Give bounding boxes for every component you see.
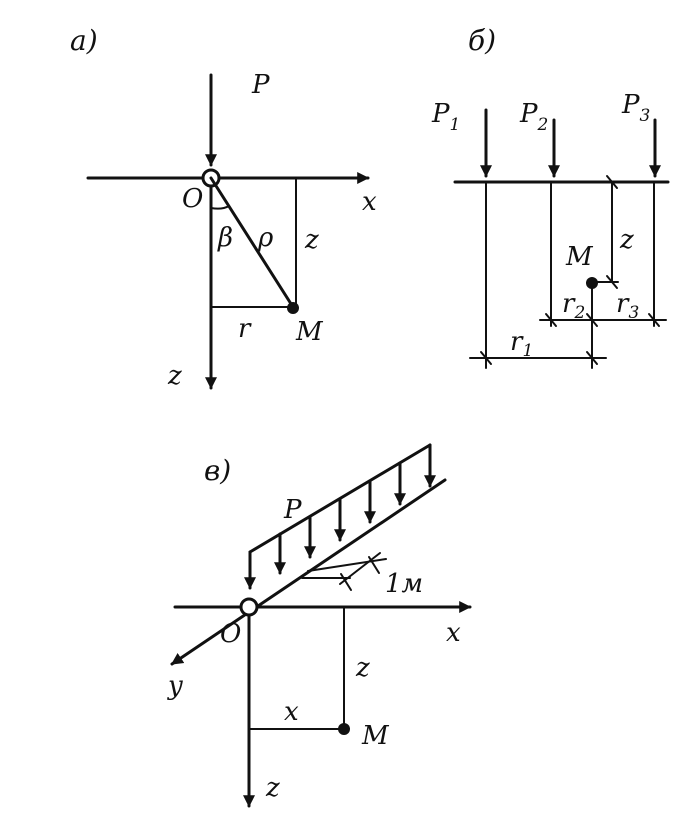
r-dimension-label: r: [238, 314, 252, 344]
tick-1m-b: [368, 556, 380, 574]
tick-r1-left: [480, 351, 492, 365]
point-m-label: M: [295, 317, 324, 347]
tick-bottom-z: [606, 275, 618, 289]
z-dimension-label: z: [304, 225, 319, 255]
panel-a: а) P x z O ρ β z r M: [70, 24, 377, 391]
beta-arc: [210, 205, 230, 210]
r2-label: r2: [562, 289, 585, 323]
origin-point: [239, 597, 259, 617]
x-axis-label: x: [362, 187, 377, 217]
point-m: [338, 723, 350, 735]
r3-label: r3: [616, 289, 639, 323]
dim-1m-ext: [339, 552, 381, 585]
beta-label: β: [217, 223, 233, 253]
force-p-label: P: [251, 70, 270, 100]
panel-a-title: а): [70, 24, 98, 57]
dim-1m-line: [307, 558, 387, 572]
point-m-label: M: [565, 242, 594, 272]
rho-label: ρ: [257, 223, 274, 253]
panel-b-title: б): [468, 24, 496, 57]
z-axis-label: z: [167, 361, 182, 391]
panel-b: б) P1 P2 P3 z M r2: [431, 24, 670, 369]
point-m-label: M: [361, 721, 390, 751]
point-m: [287, 302, 299, 314]
x-dimension-label: x: [284, 697, 299, 727]
r1-label: r1: [510, 327, 533, 361]
y-axis-label: y: [167, 671, 183, 701]
origin-label: O: [182, 184, 203, 214]
tick-r3-right: [648, 313, 660, 327]
origin-label: O: [220, 619, 241, 649]
tick-m-mid: [586, 313, 598, 327]
z-dimension-label: z: [355, 653, 370, 683]
panel-c: в) y P 1м x z O z x: [167, 443, 472, 808]
tick-top-z: [606, 175, 618, 189]
panel-c-title: в): [204, 454, 231, 487]
point-m: [586, 277, 598, 289]
force-p2-label: P2: [519, 99, 548, 135]
tick-r1-right: [586, 351, 598, 365]
tick-r2-left: [545, 313, 557, 327]
force-p1-label: P1: [431, 99, 460, 135]
rho-line: [209, 176, 295, 309]
z-dimension-label: z: [619, 225, 634, 255]
y-axis: [170, 478, 447, 666]
load-p-label: P: [283, 495, 302, 525]
tick-1m-a: [340, 573, 352, 591]
x-axis-label: x: [446, 618, 461, 648]
z-axis-label: z: [265, 773, 280, 803]
force-p3-label: P3: [621, 90, 650, 126]
dim-1m-label: 1м: [385, 569, 423, 599]
